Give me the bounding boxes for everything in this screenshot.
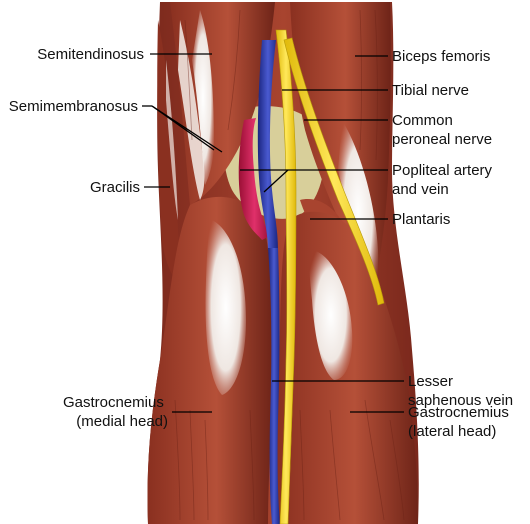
popliteal-vein xyxy=(257,40,278,250)
lesser-saphenous-vein xyxy=(268,248,280,524)
label-popliteal-artery-vein: Popliteal artery and vein xyxy=(392,162,496,198)
anatomy xyxy=(147,2,419,524)
label-common-peroneal-nerve: Common peroneal nerve xyxy=(392,112,492,148)
tibial-nerve xyxy=(275,29,297,524)
leader-semimembranosus-2 xyxy=(151,105,223,153)
gastrocnemius-lateral-tendon xyxy=(309,250,353,380)
common-peroneal-nerve xyxy=(283,37,385,306)
leader-popliteal-d xyxy=(263,169,289,193)
muscle-striations xyxy=(174,9,405,521)
label-semimembranosus: Semimembranosus xyxy=(9,98,138,115)
label-lesser-saphenous-vein: Lesser saphenous vein xyxy=(408,373,513,409)
label-gastrocnemius-lateral: Gastrocnemius (lateral head) xyxy=(408,404,513,440)
label-gracilis: Gracilis xyxy=(90,179,140,196)
label-gastrocnemius-medial: Gastrocnemius (medial head) xyxy=(63,394,168,430)
popliteal-artery xyxy=(238,118,270,240)
label-semitendinosus: Semitendinosus xyxy=(37,46,144,63)
label-plantaris: Plantaris xyxy=(392,211,450,228)
label-tibial-nerve: Tibial nerve xyxy=(392,82,469,99)
gastrocnemius-medial-tendon xyxy=(205,220,246,395)
gracilis-tendon xyxy=(166,60,178,220)
semimembranosus-tendon xyxy=(178,20,205,200)
labels: Semitendinosus Semimembranosus Gracilis … xyxy=(9,46,513,440)
leader-lines xyxy=(142,53,404,413)
label-biceps-femoris: Biceps femoris xyxy=(392,48,490,65)
